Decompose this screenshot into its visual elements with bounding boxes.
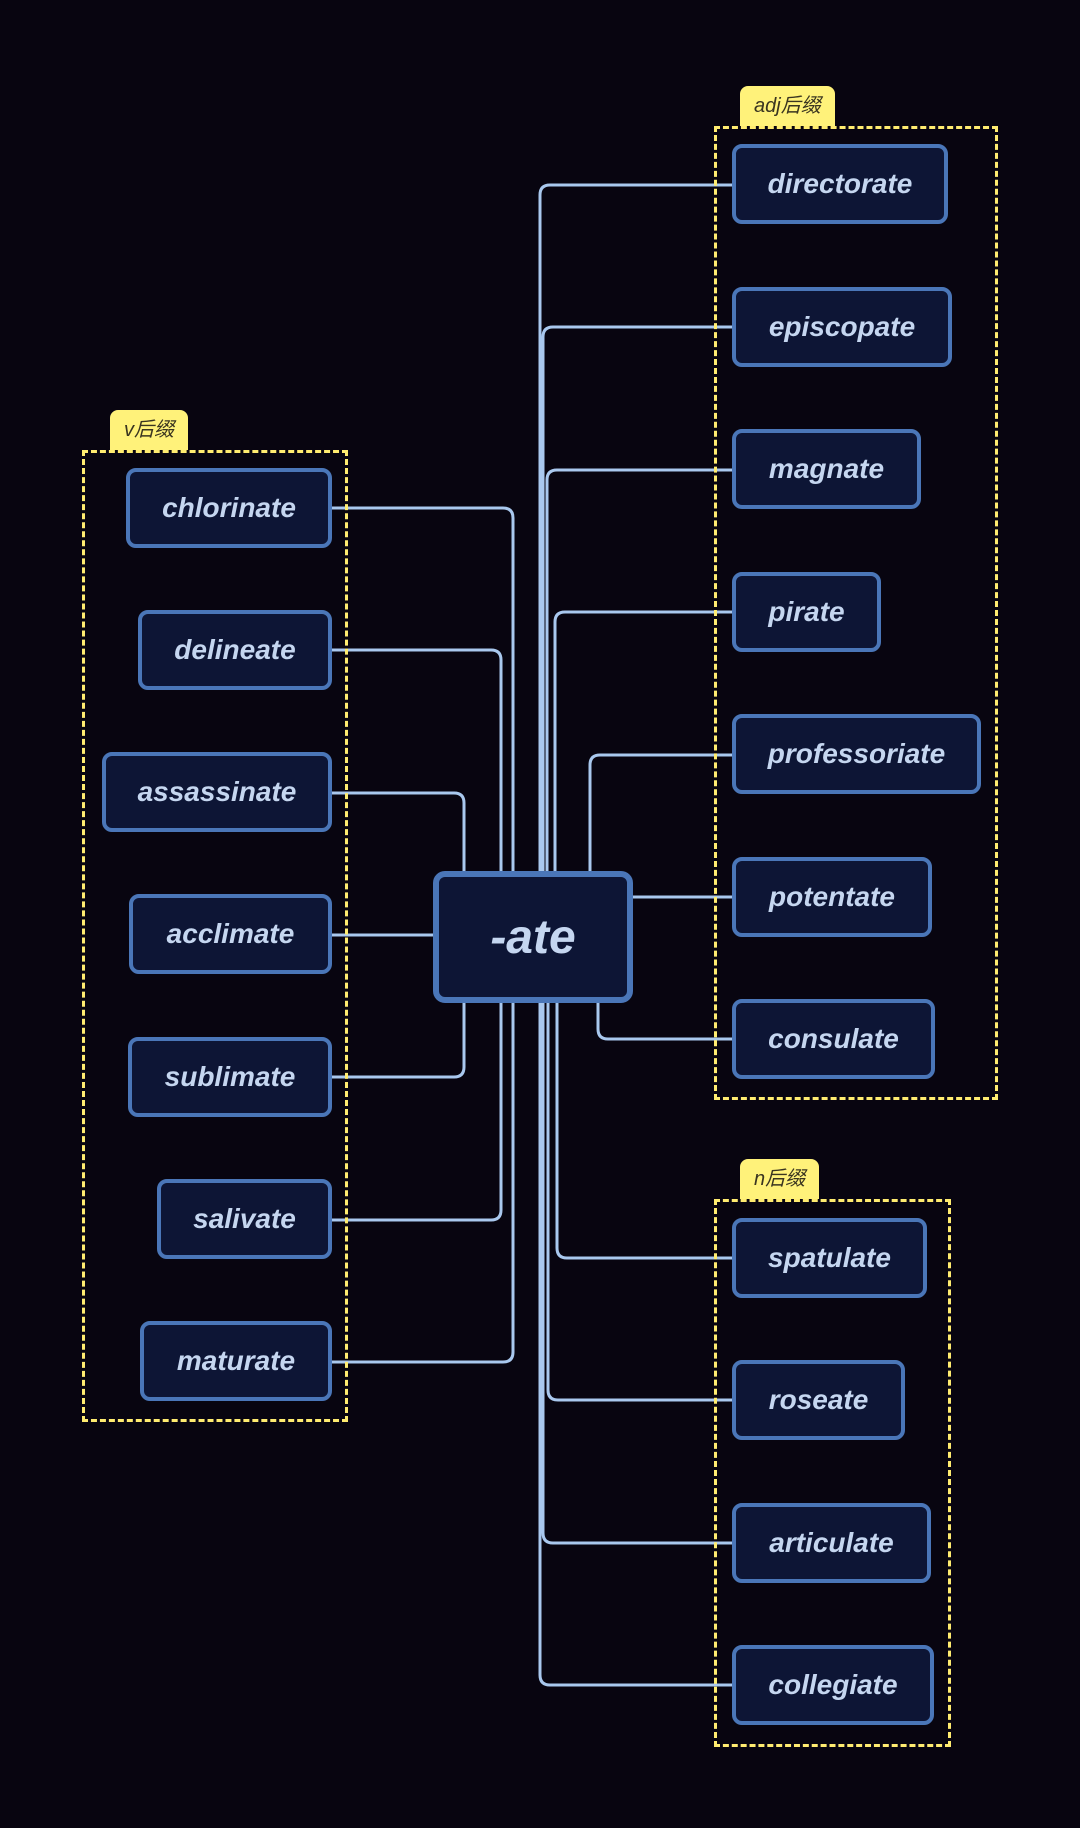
connector-spatulate — [555, 1003, 732, 1260]
word-node-chlorinate[interactable]: chlorinate — [126, 468, 332, 548]
word-node-maturate[interactable]: maturate — [140, 1321, 332, 1401]
group-tag-adj: adj后缀 — [740, 86, 835, 126]
word-node-magnate[interactable]: magnate — [732, 429, 921, 509]
word-node-delineate[interactable]: delineate — [138, 610, 332, 690]
group-tag-n: n后缀 — [740, 1159, 820, 1199]
connector-salivate — [332, 1003, 503, 1222]
word-node-potentate[interactable]: potentate — [732, 857, 932, 937]
connector-pirate — [553, 610, 732, 871]
connector-collegiate — [538, 1003, 732, 1687]
connector-episcopate — [541, 325, 732, 871]
word-node-directorate[interactable]: directorate — [732, 144, 948, 224]
connector-chlorinate — [332, 506, 515, 871]
word-node-acclimate[interactable]: acclimate — [129, 894, 332, 974]
word-node-salivate[interactable]: salivate — [157, 1179, 332, 1259]
connector-roseate — [546, 1003, 732, 1402]
word-node-collegiate[interactable]: collegiate — [732, 1645, 934, 1725]
connector-magnate — [545, 468, 732, 871]
word-node-articulate[interactable]: articulate — [732, 1503, 931, 1583]
group-tag-v: v后缀 — [110, 410, 188, 450]
connector-maturate — [332, 1003, 515, 1364]
word-node-episcopate[interactable]: episcopate — [732, 287, 952, 367]
word-node-roseate[interactable]: roseate — [732, 1360, 905, 1440]
word-node-professoriate[interactable]: professoriate — [732, 714, 981, 794]
word-node-spatulate[interactable]: spatulate — [732, 1218, 927, 1298]
word-node-pirate[interactable]: pirate — [732, 572, 881, 652]
word-node-assassinate[interactable]: assassinate — [102, 752, 332, 832]
root-node[interactable]: -ate — [433, 871, 633, 1003]
connector-sublimate — [332, 1003, 466, 1079]
word-node-consulate[interactable]: consulate — [732, 999, 935, 1079]
connector-professoriate — [588, 753, 732, 871]
connector-consulate — [596, 1003, 732, 1041]
connector-directorate — [538, 183, 732, 871]
group-box-v — [82, 450, 348, 1422]
group-box-adj — [714, 126, 998, 1100]
connector-delineate — [332, 648, 503, 871]
group-box-n — [714, 1199, 951, 1747]
word-node-sublimate[interactable]: sublimate — [128, 1037, 332, 1117]
connector-articulate — [541, 1003, 732, 1545]
connector-assassinate — [332, 791, 466, 871]
